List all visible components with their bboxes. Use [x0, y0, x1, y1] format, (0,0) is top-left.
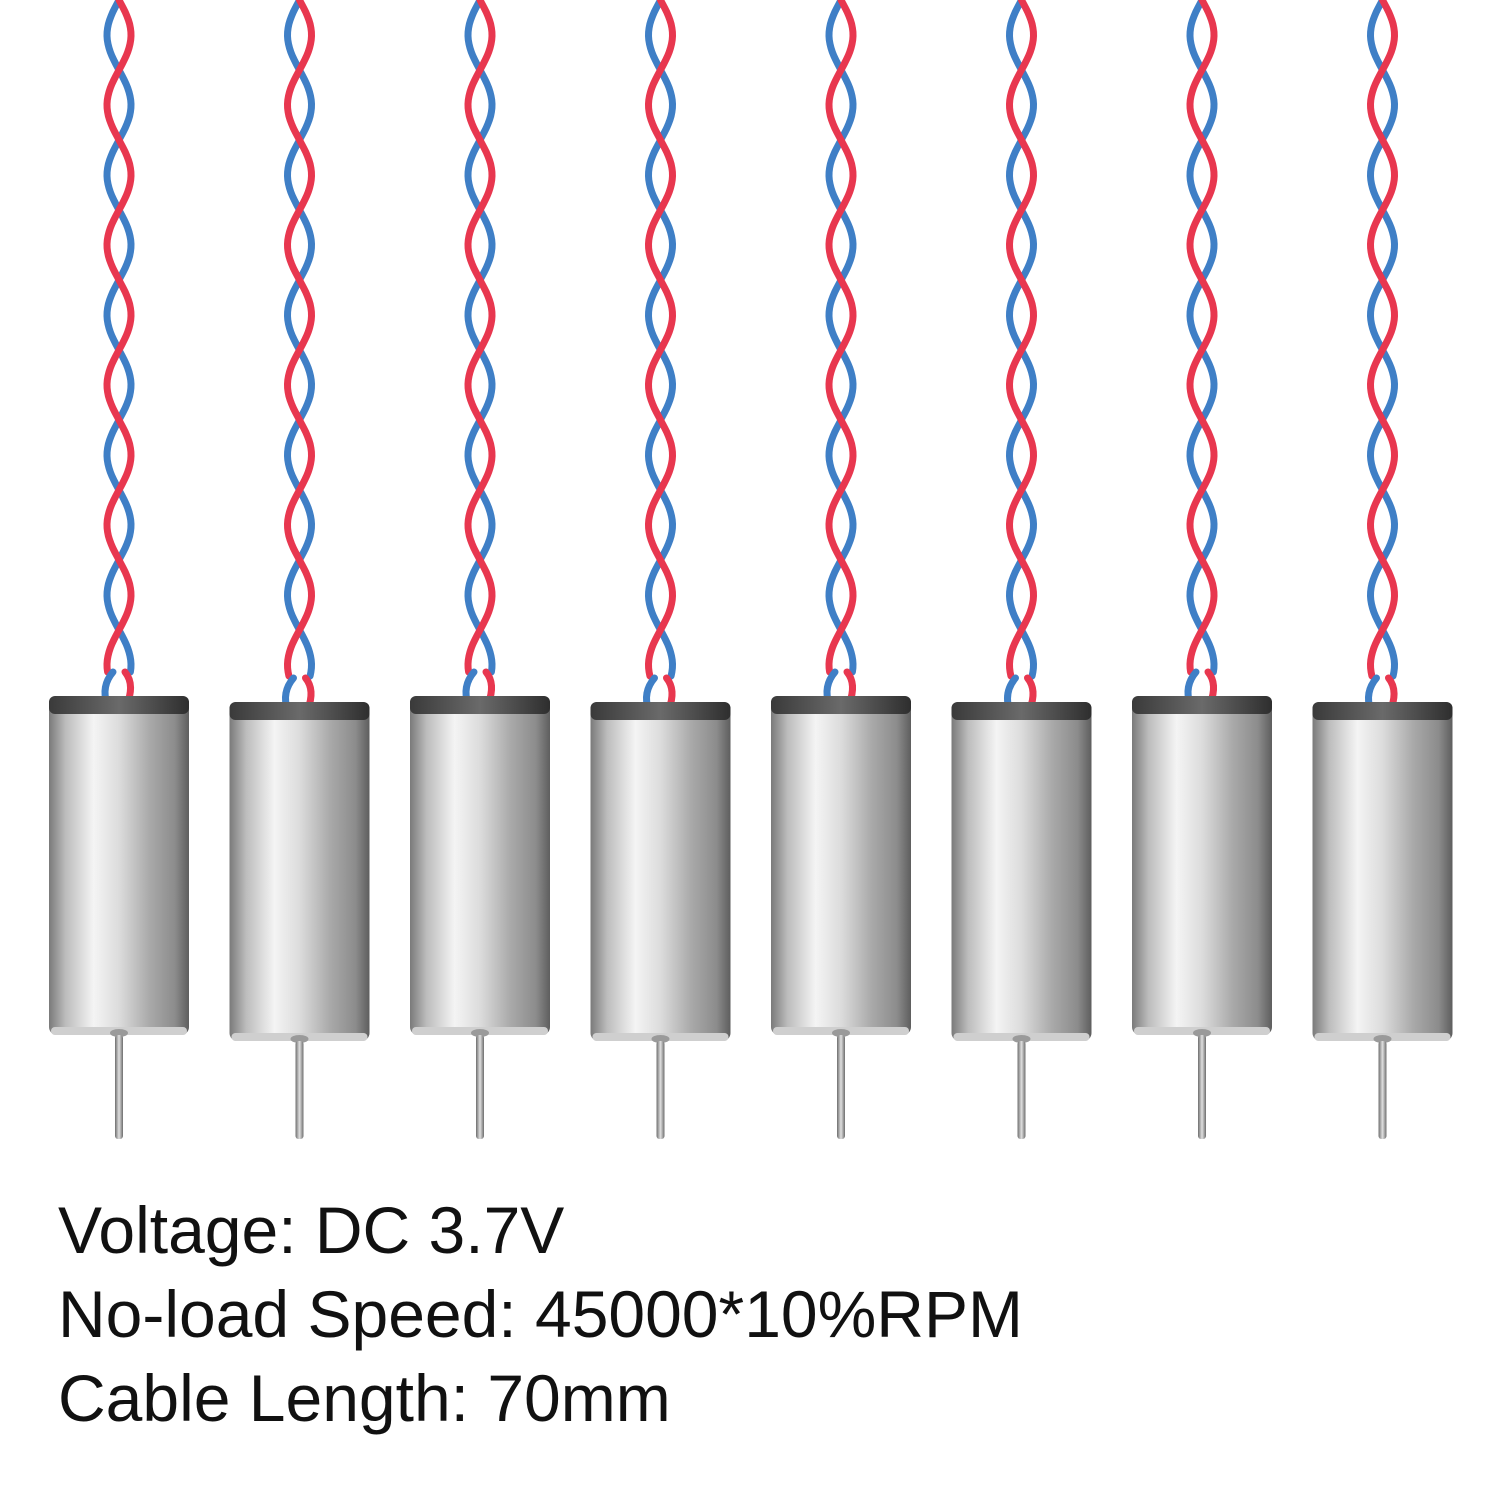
motor-shaft — [837, 1035, 845, 1139]
red-wire — [1186, 0, 1218, 676]
motor — [590, 0, 731, 1139]
red-wire — [825, 0, 857, 676]
red-wire — [283, 0, 316, 680]
motor-housing — [590, 706, 731, 1041]
red-wire — [644, 0, 677, 680]
red-wire — [1005, 0, 1038, 680]
shaft-bushing — [471, 1029, 489, 1037]
shaft-bushing — [832, 1029, 850, 1037]
motor-shaft — [295, 1041, 304, 1139]
motor-end-cap — [590, 702, 731, 720]
motor — [1312, 0, 1453, 1139]
motor-end-cap — [1312, 702, 1453, 720]
motor-shaft — [1017, 1041, 1026, 1139]
motor-end-cap — [951, 702, 1092, 720]
motor-end-cap — [49, 696, 189, 714]
shaft-bushing — [651, 1035, 670, 1043]
shaft-bushing — [290, 1035, 309, 1043]
motor-housing — [1132, 700, 1272, 1035]
speed-spec: No-load Speed: 45000*10%RPM — [58, 1277, 1023, 1351]
motor-end-cap — [410, 696, 550, 714]
motor-housing — [49, 700, 189, 1035]
spec-list: Voltage: DC 3.7V No-load Speed: 45000*10… — [58, 1188, 1458, 1440]
shaft-bushing — [1193, 1029, 1211, 1037]
red-wire — [464, 0, 496, 676]
motor — [410, 0, 550, 1139]
motor-housing — [771, 700, 911, 1035]
shaft-bushing — [110, 1029, 128, 1037]
motor-housing — [951, 706, 1092, 1041]
cable-length-spec: Cable Length: 70mm — [58, 1361, 671, 1435]
motor-shaft — [476, 1035, 484, 1139]
motor-housing — [1312, 706, 1453, 1041]
motor-shaft — [656, 1041, 665, 1139]
motor-product-photo — [49, 0, 1453, 1139]
motor — [1132, 0, 1272, 1139]
motor — [951, 0, 1092, 1139]
motor-housing — [410, 700, 550, 1035]
shaft-bushing — [1373, 1035, 1392, 1043]
motor-shaft — [1198, 1035, 1206, 1139]
motor — [771, 0, 911, 1139]
motor — [49, 0, 189, 1139]
motor-end-cap — [229, 702, 370, 720]
motor — [229, 0, 370, 1139]
red-wire — [1366, 0, 1399, 680]
motor-housing — [229, 706, 370, 1041]
motor-shaft — [1378, 1041, 1387, 1139]
voltage-spec: Voltage: DC 3.7V — [58, 1193, 565, 1267]
motor-shaft — [115, 1035, 123, 1139]
red-wire — [103, 0, 135, 676]
shaft-bushing — [1012, 1035, 1031, 1043]
motor-end-cap — [1132, 696, 1272, 714]
motor-end-cap — [771, 696, 911, 714]
